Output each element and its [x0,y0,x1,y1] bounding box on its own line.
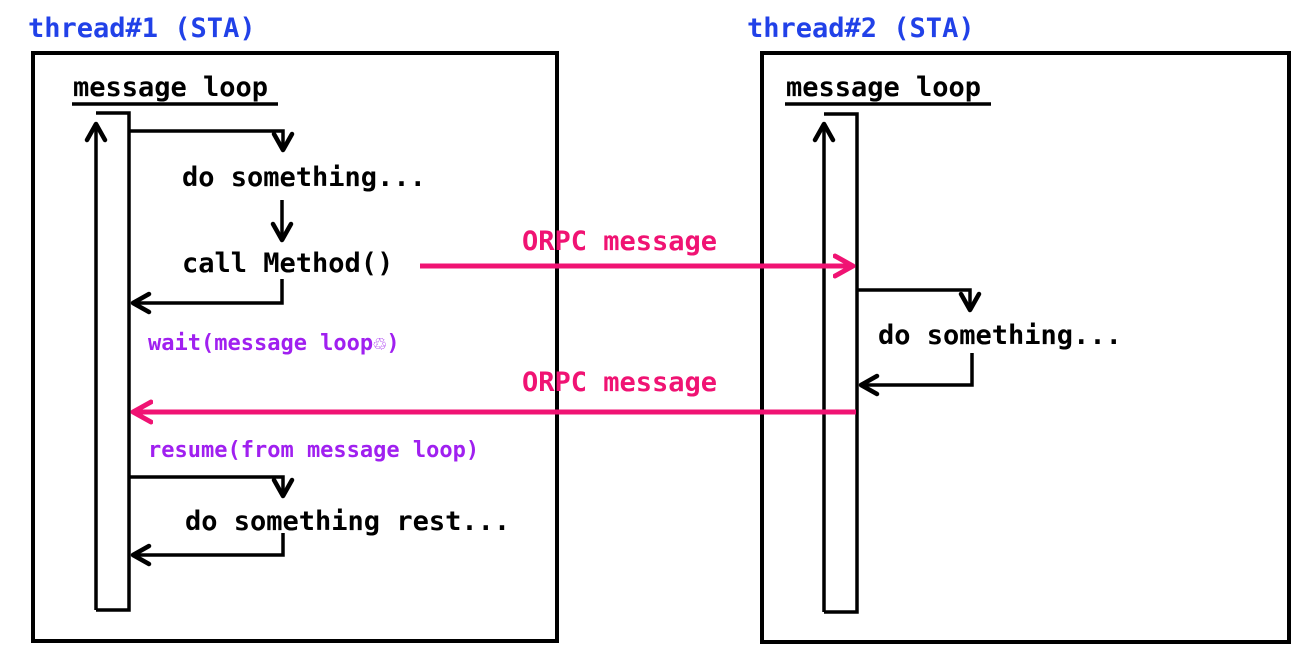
thread1-wait-note: wait(message loop♲) [148,331,400,356]
thread2-box [760,51,1291,644]
orpc-message-label-request: ORPC message [522,226,717,257]
arrow-do-rest-back-to-loop [130,533,285,567]
thread1-activation-bar [96,111,131,612]
thread2-message-loop-label: message loop [786,72,981,103]
thread1-resume-note: resume(from message loop) [148,438,479,463]
arrow-do-something2-back-to-loop [858,353,974,397]
arrow-loop2-to-do-something [857,288,982,313]
thread1-title: thread#1 (STA) [28,13,256,44]
arrow-call-back-to-loop [130,279,284,315]
orpc-message-label-reply: ORPC message [522,367,717,398]
thread2-activation-bar [824,112,859,614]
thread1-do-something-label: do something... [182,162,426,193]
thread1-do-rest-label: do something rest... [185,506,510,537]
arrow-loop-to-do-rest [129,475,295,499]
arrow-loop-to-do-something [129,129,295,153]
thread2-title: thread#2 (STA) [747,13,975,44]
thread1-call-method-label: call Method() [182,248,393,279]
thread2-do-something-label: do something... [878,320,1122,351]
thread1-box [31,51,559,643]
thread1-message-loop-label: message loop [73,72,268,103]
